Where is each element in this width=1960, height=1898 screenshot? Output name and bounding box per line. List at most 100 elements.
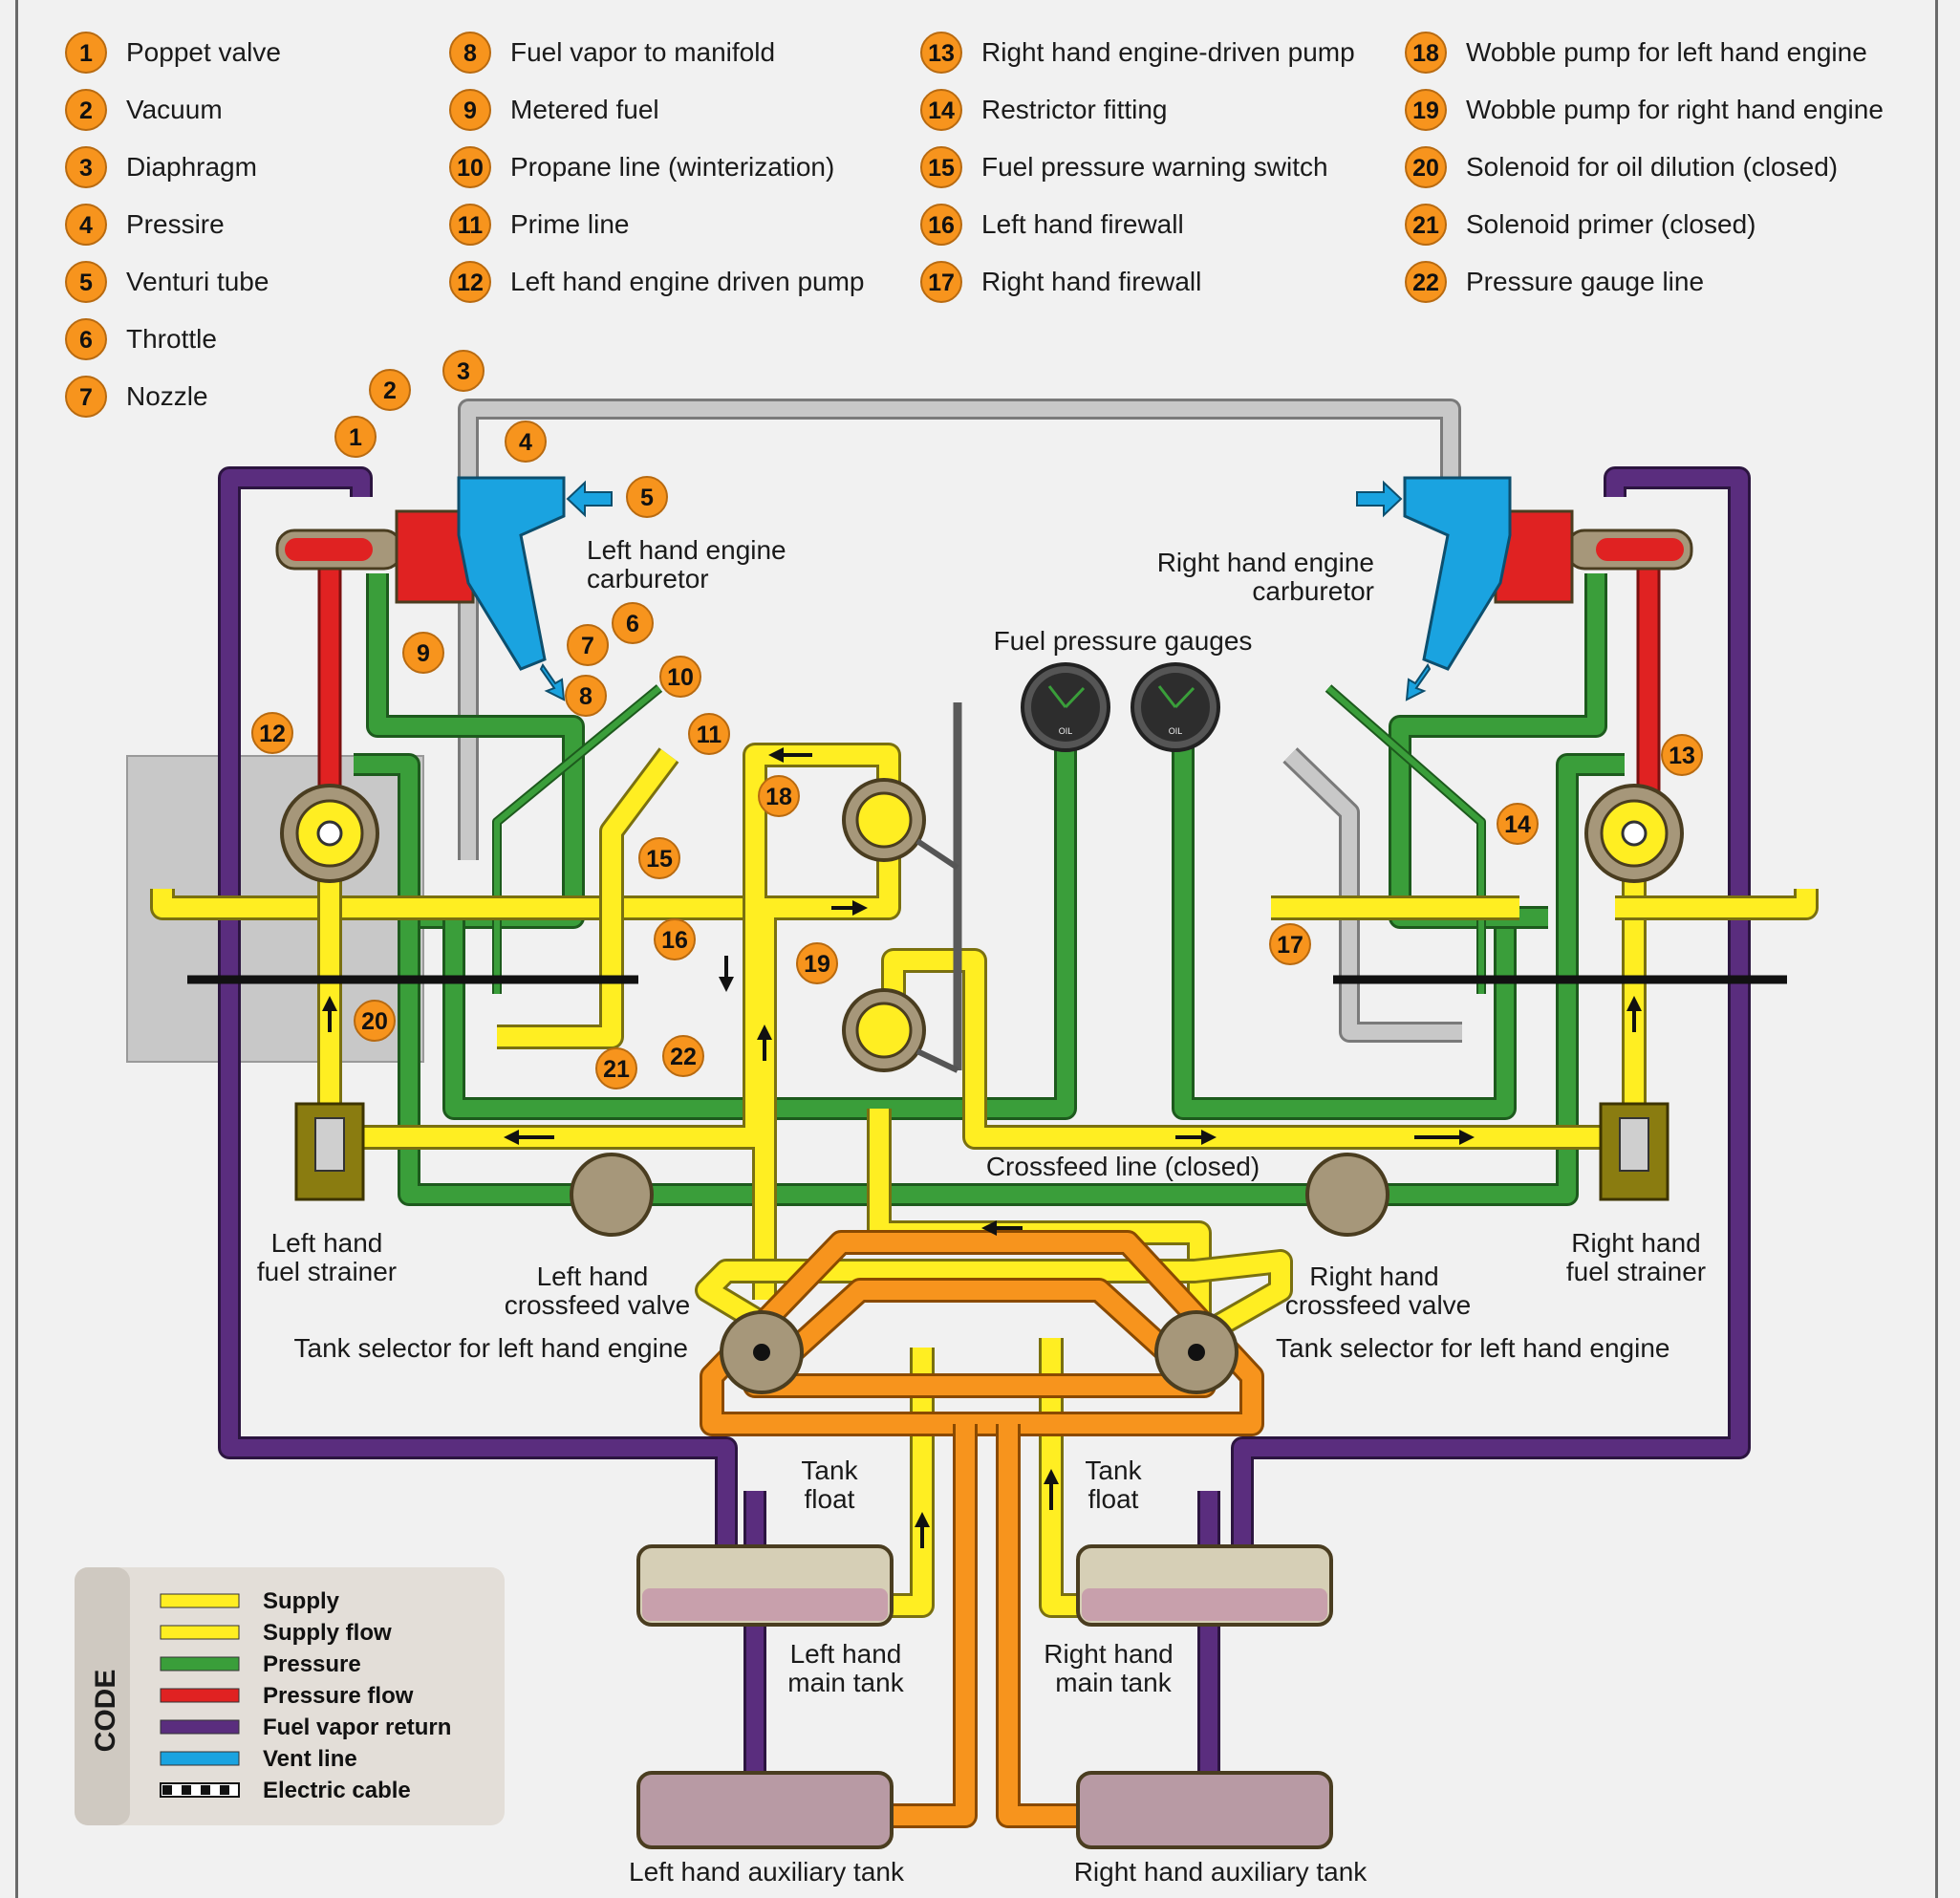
wobble-pump-left-engine (842, 778, 959, 871)
code-swatch-4 (160, 1719, 240, 1735)
callout-7: 7 (567, 624, 609, 666)
callout-21: 21 (595, 1047, 637, 1089)
legend-badge-3: 3 (65, 146, 107, 188)
legend-badge-15: 15 (920, 146, 962, 188)
callout-16-number: 16 (661, 927, 688, 954)
lh-aux-tank-label: Left hand auxiliary tank (629, 1857, 905, 1887)
tank-float-right-2: float (1088, 1484, 1139, 1514)
callout-22-number: 22 (670, 1044, 697, 1070)
callout-11-number: 11 (697, 722, 722, 748)
callout-3: 3 (442, 350, 485, 392)
right-fuel-strainer (1599, 1102, 1669, 1201)
gauge-left-oil-label: OIL (1059, 726, 1073, 736)
fuel-pressure-gauge-right: OIL (1131, 662, 1220, 752)
callout-9: 9 (402, 632, 444, 674)
left-carburetor (275, 476, 566, 671)
legend-badge-12-number: 12 (457, 270, 484, 296)
vent-arrows (539, 480, 1432, 701)
legend-badge-18-number: 18 (1412, 40, 1439, 67)
legend-text-1: Poppet valve (126, 37, 281, 67)
propane-line (461, 401, 1458, 860)
legend-text-6: Throttle (126, 324, 217, 354)
callout-9-number: 9 (417, 640, 430, 667)
legend-badge-13: 13 (920, 32, 962, 74)
callout-16: 16 (654, 918, 696, 960)
legend-badge-14: 14 (920, 89, 962, 131)
rh-crossfeed-label-1: Right hand (1309, 1262, 1438, 1291)
legend-text-22: Pressure gauge line (1466, 267, 1704, 296)
code-label-1: Supply flow (263, 1620, 392, 1646)
legend-badge-8-number: 8 (463, 40, 477, 67)
legend-badge-3-number: 3 (79, 155, 93, 182)
callout-12: 12 (251, 712, 293, 754)
legend-text-11: Prime line (510, 209, 629, 239)
legend-badge-9-number: 9 (463, 97, 477, 124)
left-tank-selector (720, 1310, 804, 1394)
legend-text-19: Wobble pump for right hand engine (1466, 95, 1884, 124)
tank-float-right-1: Tank (1085, 1456, 1142, 1485)
lh-strainer-label-2: fuel strainer (257, 1257, 397, 1286)
legend-badge-4: 4 (65, 204, 107, 246)
tank-float-left-2: float (805, 1484, 855, 1514)
legend-text-16: Left hand firewall (981, 209, 1184, 239)
diagram-frame (15, 0, 1938, 1898)
rh-carb-label-2: carburetor (1252, 576, 1374, 606)
callout-11: 11 (688, 713, 730, 755)
legend-badge-6-number: 6 (79, 327, 93, 354)
callout-5-number: 5 (640, 485, 654, 511)
callout-4-number: 4 (519, 429, 532, 456)
rh-main-tank-label-1: Right hand (1044, 1639, 1173, 1669)
code-label-3: Pressure flow (263, 1683, 414, 1709)
left-main-tank (636, 1544, 894, 1627)
callout-15-number: 15 (646, 846, 673, 873)
left-auxiliary-tank (636, 1771, 894, 1849)
flow-arrows (322, 747, 1642, 1548)
right-prime-gray-outline (1282, 747, 1462, 1043)
legend-badge-20-number: 20 (1412, 155, 1439, 182)
lh-crossfeed-label-2: crossfeed valve (505, 1290, 691, 1320)
rh-strainer-label-2: fuel strainer (1566, 1257, 1706, 1286)
right-crossfeed-valve (1305, 1153, 1389, 1237)
fuel-pressure-gauges-label: Fuel pressure gauges (994, 626, 1253, 656)
lh-crossfeed-label-1: Left hand (537, 1262, 649, 1291)
callout-5: 5 (626, 476, 668, 518)
legend-badge-2-number: 2 (79, 97, 93, 124)
callout-10: 10 (659, 656, 701, 698)
legend-badge-16-number: 16 (928, 212, 955, 239)
legend-badge-1: 1 (65, 32, 107, 74)
legend-badge-17-number: 17 (928, 270, 955, 296)
legend-text-20: Solenoid for oil dilution (closed) (1466, 152, 1838, 182)
legend-text-5: Venturi tube (126, 267, 269, 296)
callout-3-number: 3 (457, 358, 470, 385)
code-label-5: Vent line (263, 1746, 357, 1772)
callout-17-number: 17 (1277, 932, 1303, 959)
rh-strainer-label-1: Right hand (1571, 1228, 1700, 1258)
tank-lines (700, 1230, 1264, 1828)
wobble-pump-right-engine (842, 988, 959, 1073)
legend-badge-5: 5 (65, 261, 107, 303)
legend-badge-19-number: 19 (1412, 97, 1439, 124)
legend-badge-7-number: 7 (79, 384, 93, 411)
pressure-lines (354, 573, 1625, 1206)
legend-badge-14-number: 14 (928, 97, 955, 124)
legend-badge-13-number: 13 (928, 40, 955, 67)
legend-text-9: Metered fuel (510, 95, 659, 124)
legend-badge-5-number: 5 (79, 270, 93, 296)
legend-badge-10: 10 (449, 146, 491, 188)
code-label-6: Electric cable (263, 1778, 411, 1803)
lh-carb-label-1: Left hand engine (587, 535, 786, 565)
legend-badge-16: 16 (920, 204, 962, 246)
lh-main-tank-label-2: main tank (787, 1668, 904, 1697)
callout-8-number: 8 (579, 683, 592, 710)
legend-text-2: Vacuum (126, 95, 223, 124)
callout-20-number: 20 (361, 1008, 388, 1035)
callout-6: 6 (612, 602, 654, 644)
legend-badge-8: 8 (449, 32, 491, 74)
callout-19: 19 (796, 942, 838, 984)
code-legend-title: CODE (90, 1670, 121, 1753)
legend-badge-6: 6 (65, 318, 107, 360)
callout-22: 22 (662, 1035, 704, 1077)
legend-badge-1-number: 1 (79, 40, 93, 67)
